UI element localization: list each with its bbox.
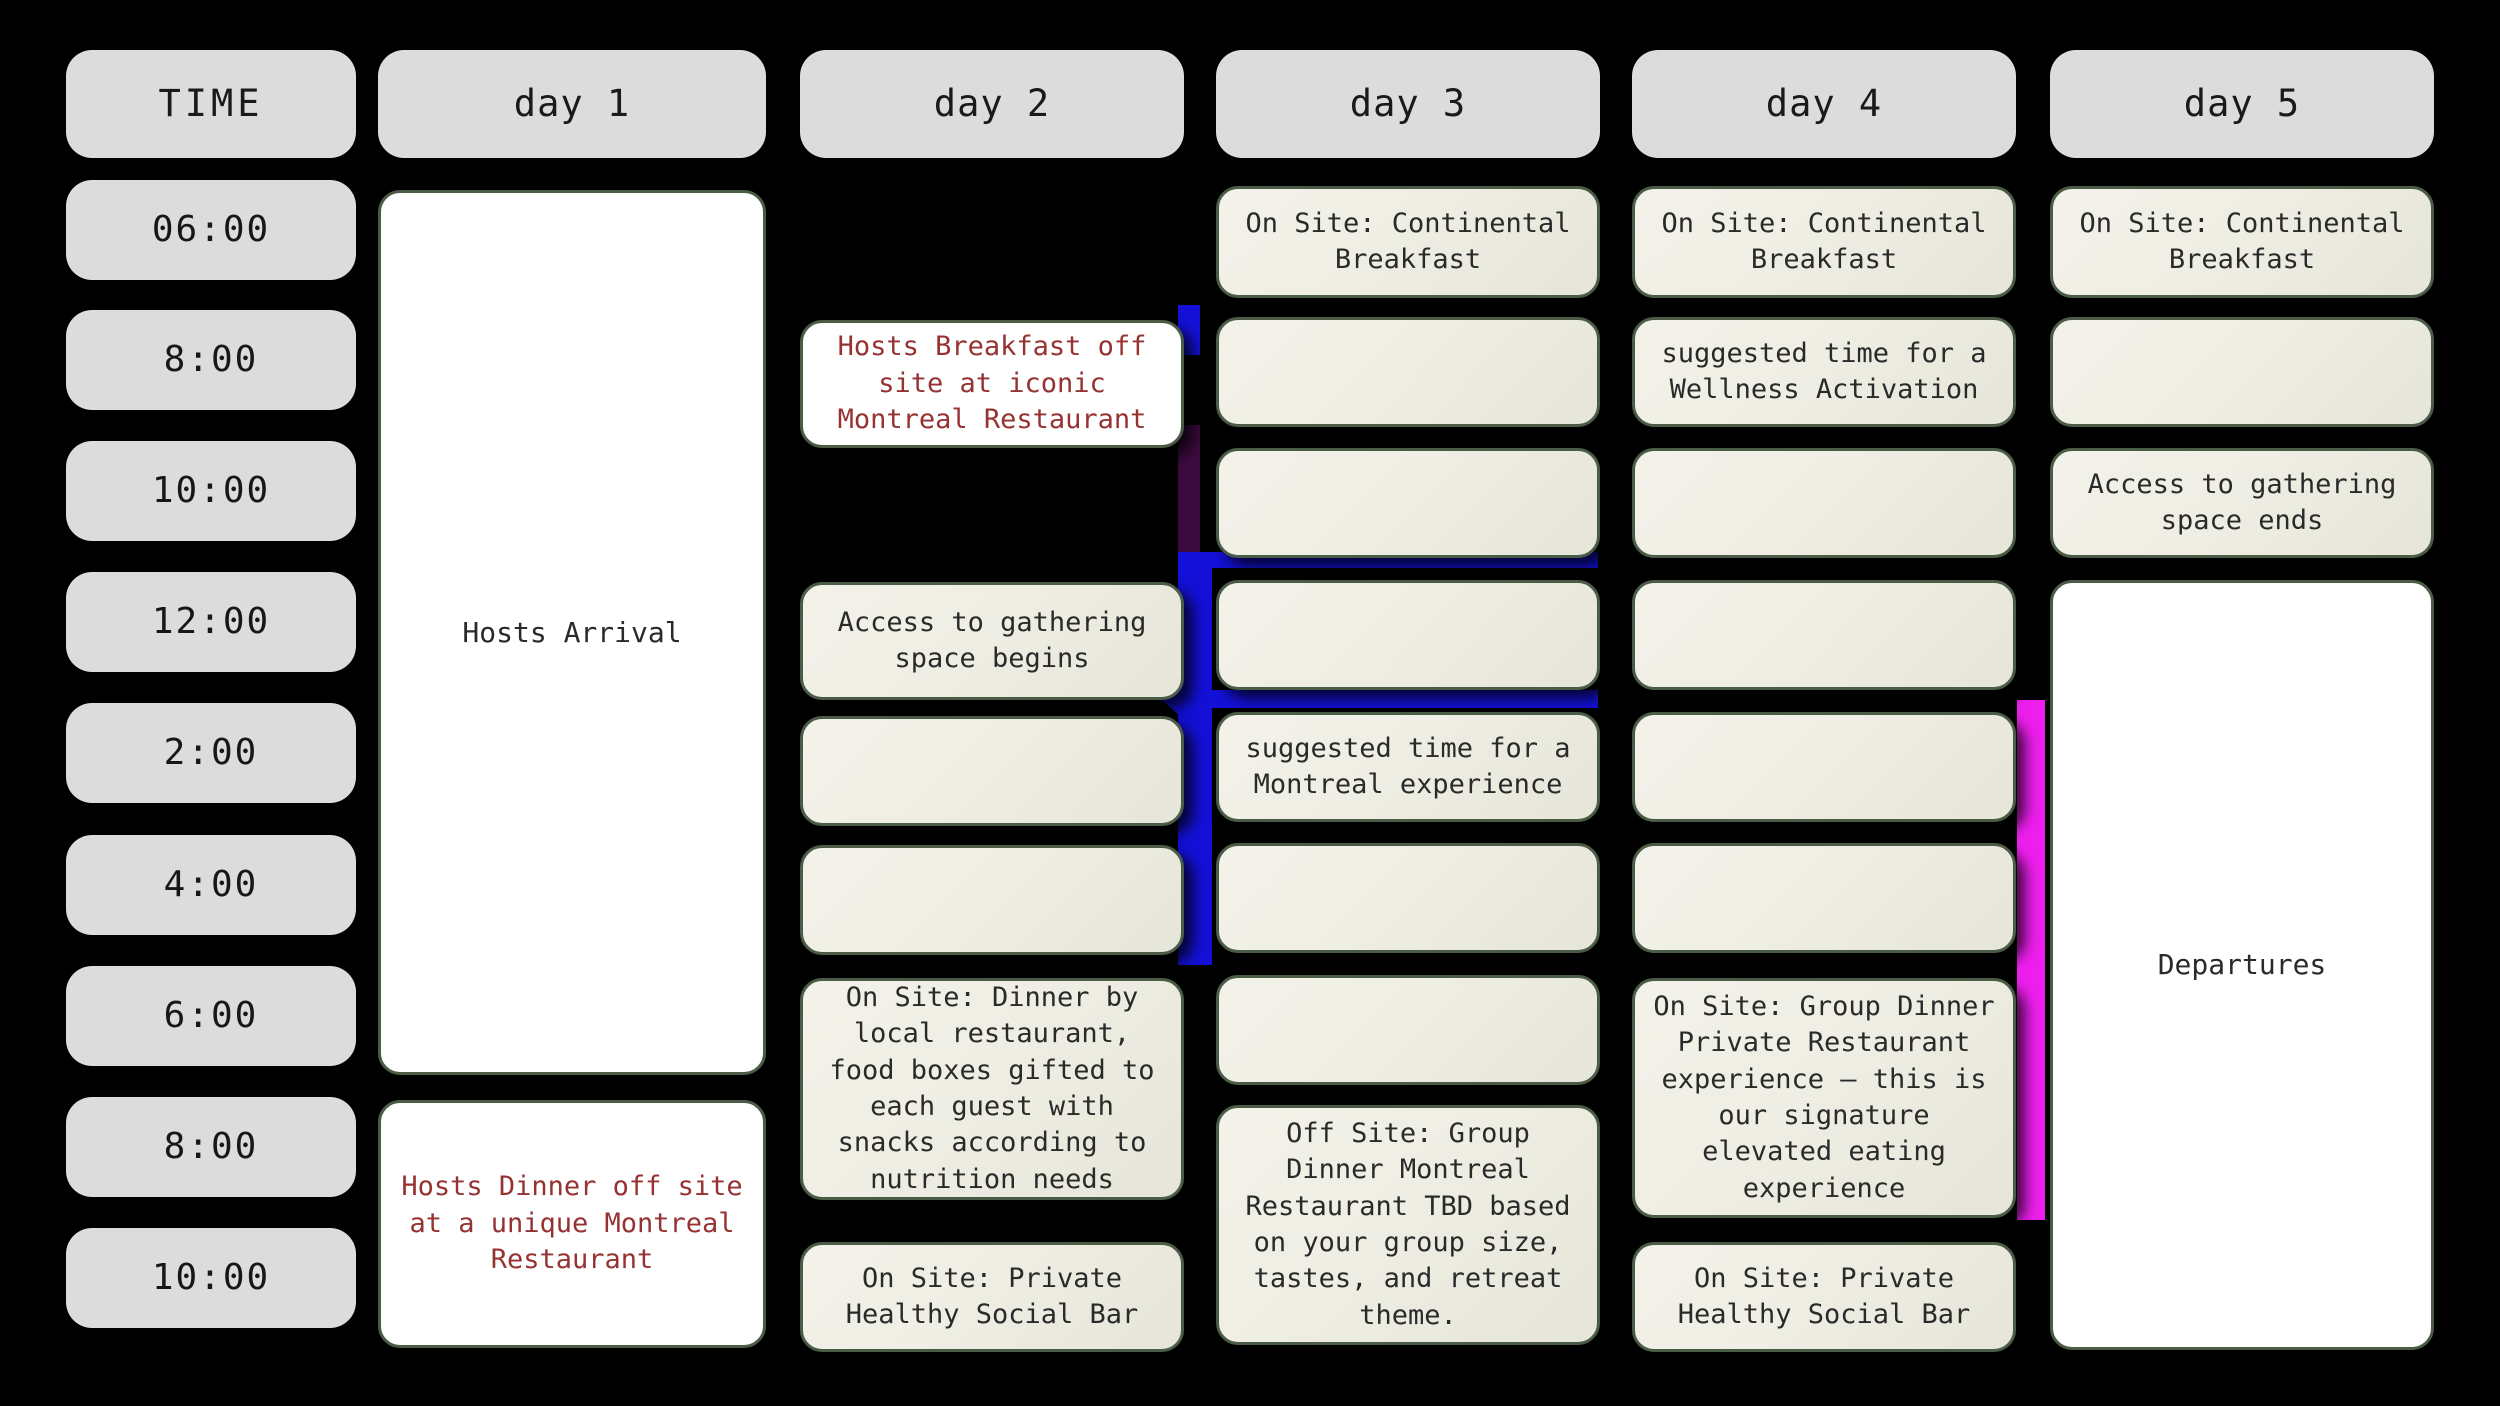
card-day2-social-bar[interactable]: On Site: Private Healthy Social Bar — [800, 1242, 1184, 1352]
card-day2-dinner-local[interactable]: On Site: Dinner by local restaurant, foo… — [800, 978, 1184, 1200]
card-day2-empty-1[interactable] — [800, 716, 1184, 826]
card-day1-hosts-dinner[interactable]: Hosts Dinner off site at a unique Montre… — [378, 1100, 766, 1348]
card-day3-empty-3[interactable] — [1216, 580, 1600, 690]
time-slot-1000am: 10:00 — [66, 441, 356, 541]
header-day-5: day 5 — [2050, 50, 2434, 158]
card-day2-access-begins[interactable]: Access to gathering space begins — [800, 582, 1184, 700]
card-day4-social-bar[interactable]: On Site: Private Healthy Social Bar — [1632, 1242, 2016, 1352]
card-day3-empty-4[interactable] — [1216, 843, 1600, 953]
blue-connector-crossbar-lower — [1178, 690, 1598, 708]
time-slot-0800am: 8:00 — [66, 310, 356, 410]
card-day5-empty-1[interactable] — [2050, 317, 2434, 427]
card-day3-group-dinner-offsite[interactable]: Off Site: Group Dinner Montreal Restaura… — [1216, 1105, 1600, 1345]
card-day3-empty-1[interactable] — [1216, 317, 1600, 427]
card-day4-wellness-activation[interactable]: suggested time for a Wellness Activation — [1632, 317, 2016, 427]
time-slot-0400pm: 4:00 — [66, 835, 356, 935]
time-slot-1200: 12:00 — [66, 572, 356, 672]
card-day5-continental-breakfast[interactable]: On Site: Continental Breakfast — [2050, 186, 2434, 298]
card-day3-continental-breakfast[interactable]: On Site: Continental Breakfast — [1216, 186, 1600, 298]
card-day4-empty-1[interactable] — [1632, 448, 2016, 558]
purple-connector-bar — [1178, 425, 1200, 570]
time-slot-0800pm: 8:00 — [66, 1097, 356, 1197]
time-slot-0600pm: 6:00 — [66, 966, 356, 1066]
time-slot-1000pm: 10:00 — [66, 1228, 356, 1328]
card-day1-hosts-arrival[interactable]: Hosts Arrival — [378, 190, 766, 1075]
card-day4-group-dinner-private[interactable]: On Site: Group Dinner Private Restaurant… — [1632, 978, 2016, 1218]
header-day-3: day 3 — [1216, 50, 1600, 158]
magenta-connector-bar — [2017, 700, 2045, 1220]
card-day4-empty-3[interactable] — [1632, 712, 2016, 822]
card-day2-empty-2[interactable] — [800, 845, 1184, 955]
card-day2-hosts-breakfast[interactable]: Hosts Breakfast off site at iconic Montr… — [800, 320, 1184, 448]
header-day-4: day 4 — [1632, 50, 2016, 158]
card-day4-empty-2[interactable] — [1632, 580, 2016, 690]
card-day3-montreal-experience[interactable]: suggested time for a Montreal experience — [1216, 712, 1600, 822]
card-day3-empty-5[interactable] — [1216, 975, 1600, 1085]
header-day-1: day 1 — [378, 50, 766, 158]
header-time: TIME — [66, 50, 356, 158]
time-slot-0600: 06:00 — [66, 180, 356, 280]
card-day4-empty-4[interactable] — [1632, 843, 2016, 953]
card-day5-access-ends[interactable]: Access to gathering space ends — [2050, 448, 2434, 558]
card-day5-departures[interactable]: Departures — [2050, 580, 2434, 1350]
header-day-2: day 2 — [800, 50, 1184, 158]
time-slot-0200pm: 2:00 — [66, 703, 356, 803]
card-day3-empty-2[interactable] — [1216, 448, 1600, 558]
card-day4-continental-breakfast[interactable]: On Site: Continental Breakfast — [1632, 186, 2016, 298]
